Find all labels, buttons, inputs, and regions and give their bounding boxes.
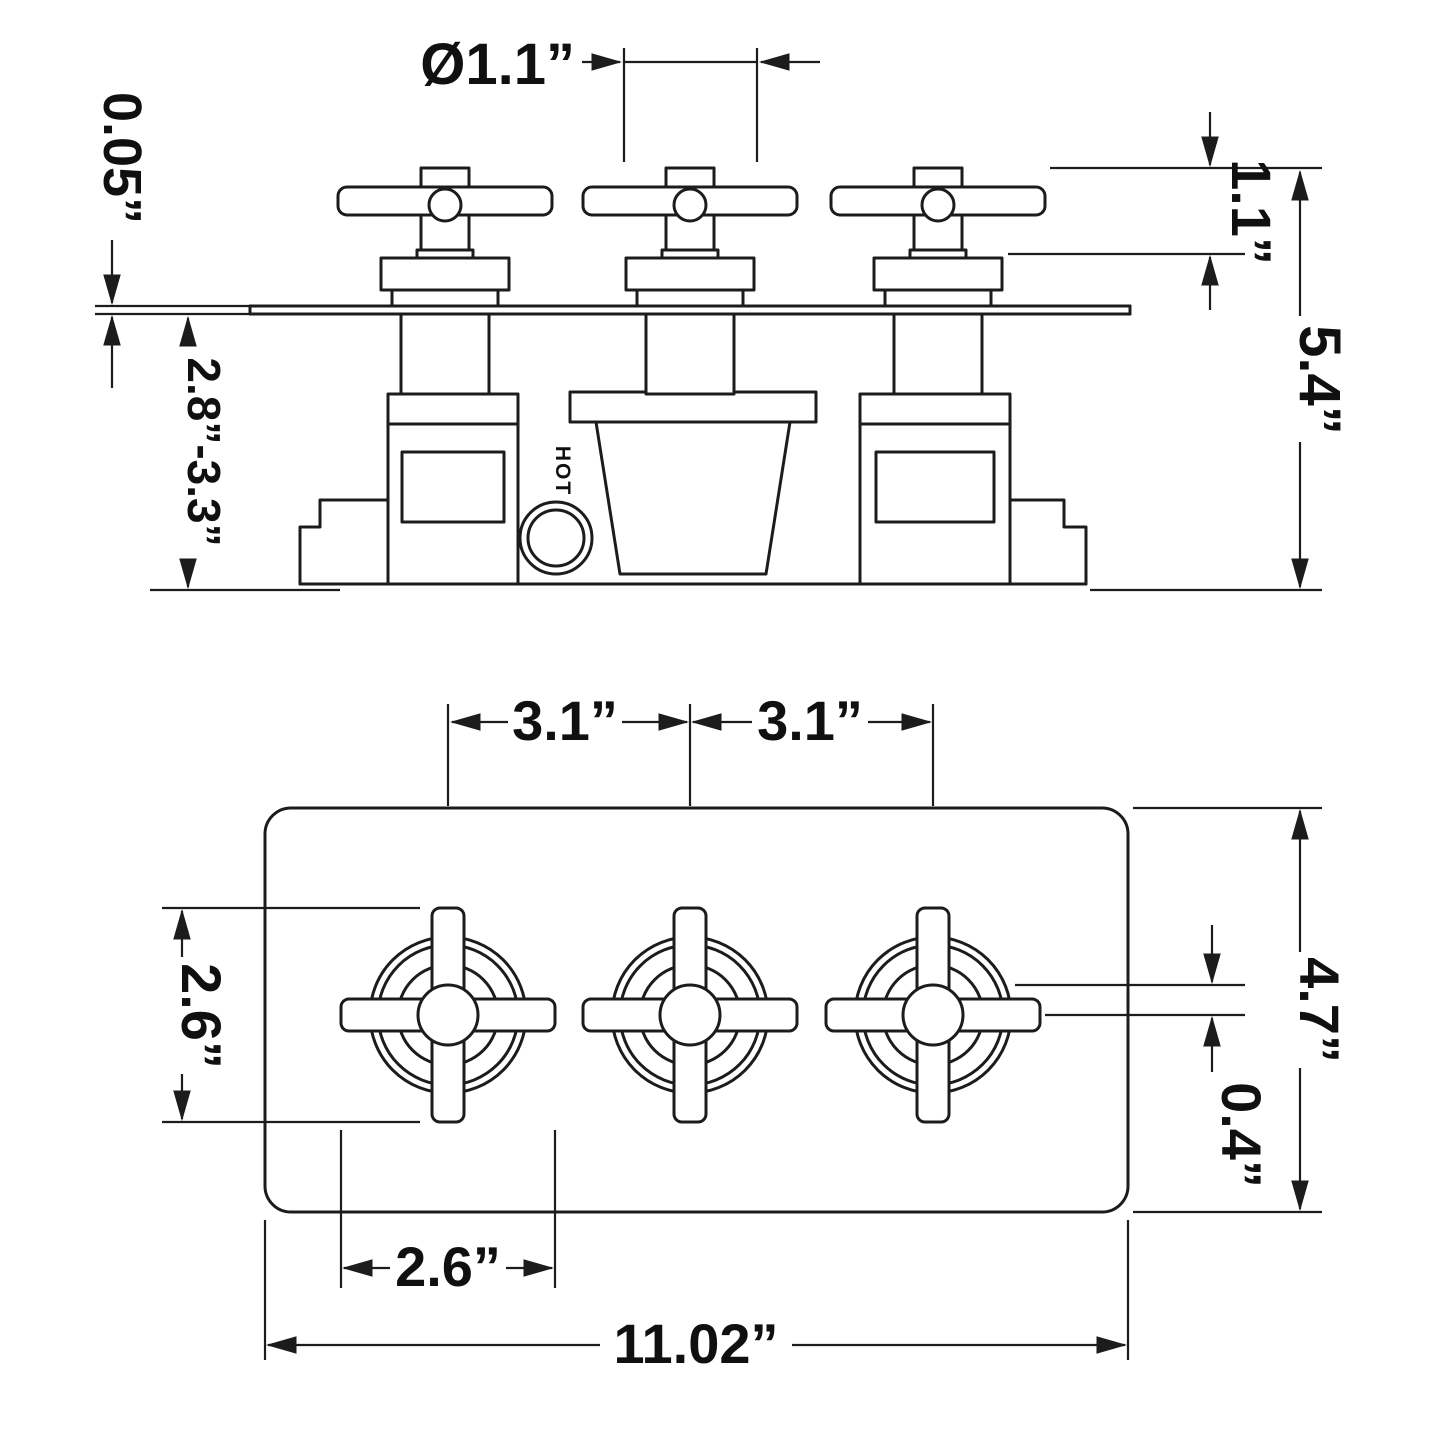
right-foot <box>1008 498 1088 586</box>
dimensions-side: Ø1.1” 0.05” 1.1” 5.4” 2.8”-3.3” <box>92 32 1352 592</box>
side-view: HOT <box>92 32 1352 592</box>
cartridge-right <box>892 312 984 396</box>
front-view: 3.1” 3.1” 2.6” 4.7” 0.4” 2.6” 11 <box>162 689 1351 1375</box>
left-foot <box>298 498 390 586</box>
right-bracket-slot <box>874 450 996 524</box>
cartridge-center <box>644 312 736 396</box>
center-body <box>594 420 792 576</box>
hot-inlet-inner-circle <box>526 508 586 568</box>
left-bracket-slot <box>400 450 506 524</box>
hot-label: HOT <box>551 446 574 496</box>
handle-side-center <box>581 166 799 308</box>
dim-handle-height: 1.1” <box>1220 159 1283 265</box>
trim-plate-side <box>248 304 1132 316</box>
valve-cartridges <box>399 312 984 396</box>
cartridge-left <box>399 312 491 396</box>
dimensions-front: 3.1” 3.1” 2.6” 4.7” 0.4” 2.6” 11 <box>162 689 1351 1375</box>
center-flange <box>568 390 818 424</box>
dim-handle-spacing-left: 3.1” <box>512 689 618 752</box>
dim-plate-thickness: 0.05” <box>92 92 152 224</box>
dim-handle-spacing-right: 3.1” <box>757 689 863 752</box>
dim-overall-height: 5.4” <box>1287 325 1352 435</box>
dim-knob-offset: 0.4” <box>1210 1082 1273 1188</box>
handle-side-right <box>829 166 1047 308</box>
dim-handle-diameter: Ø1.1” <box>420 32 575 97</box>
valve-body: HOT <box>298 390 1088 586</box>
handles-side <box>336 166 1047 308</box>
dim-plate-width: 11.02” <box>613 1312 778 1375</box>
dim-install-depth-range: 2.8”-3.3” <box>178 357 230 546</box>
handle-side-left <box>336 166 554 308</box>
dim-handle-span-horizontal: 2.6” <box>395 1235 501 1298</box>
handles-front <box>339 906 1042 1124</box>
dim-plate-height: 4.7” <box>1288 957 1351 1063</box>
dim-handle-span-vertical: 2.6” <box>170 963 233 1069</box>
